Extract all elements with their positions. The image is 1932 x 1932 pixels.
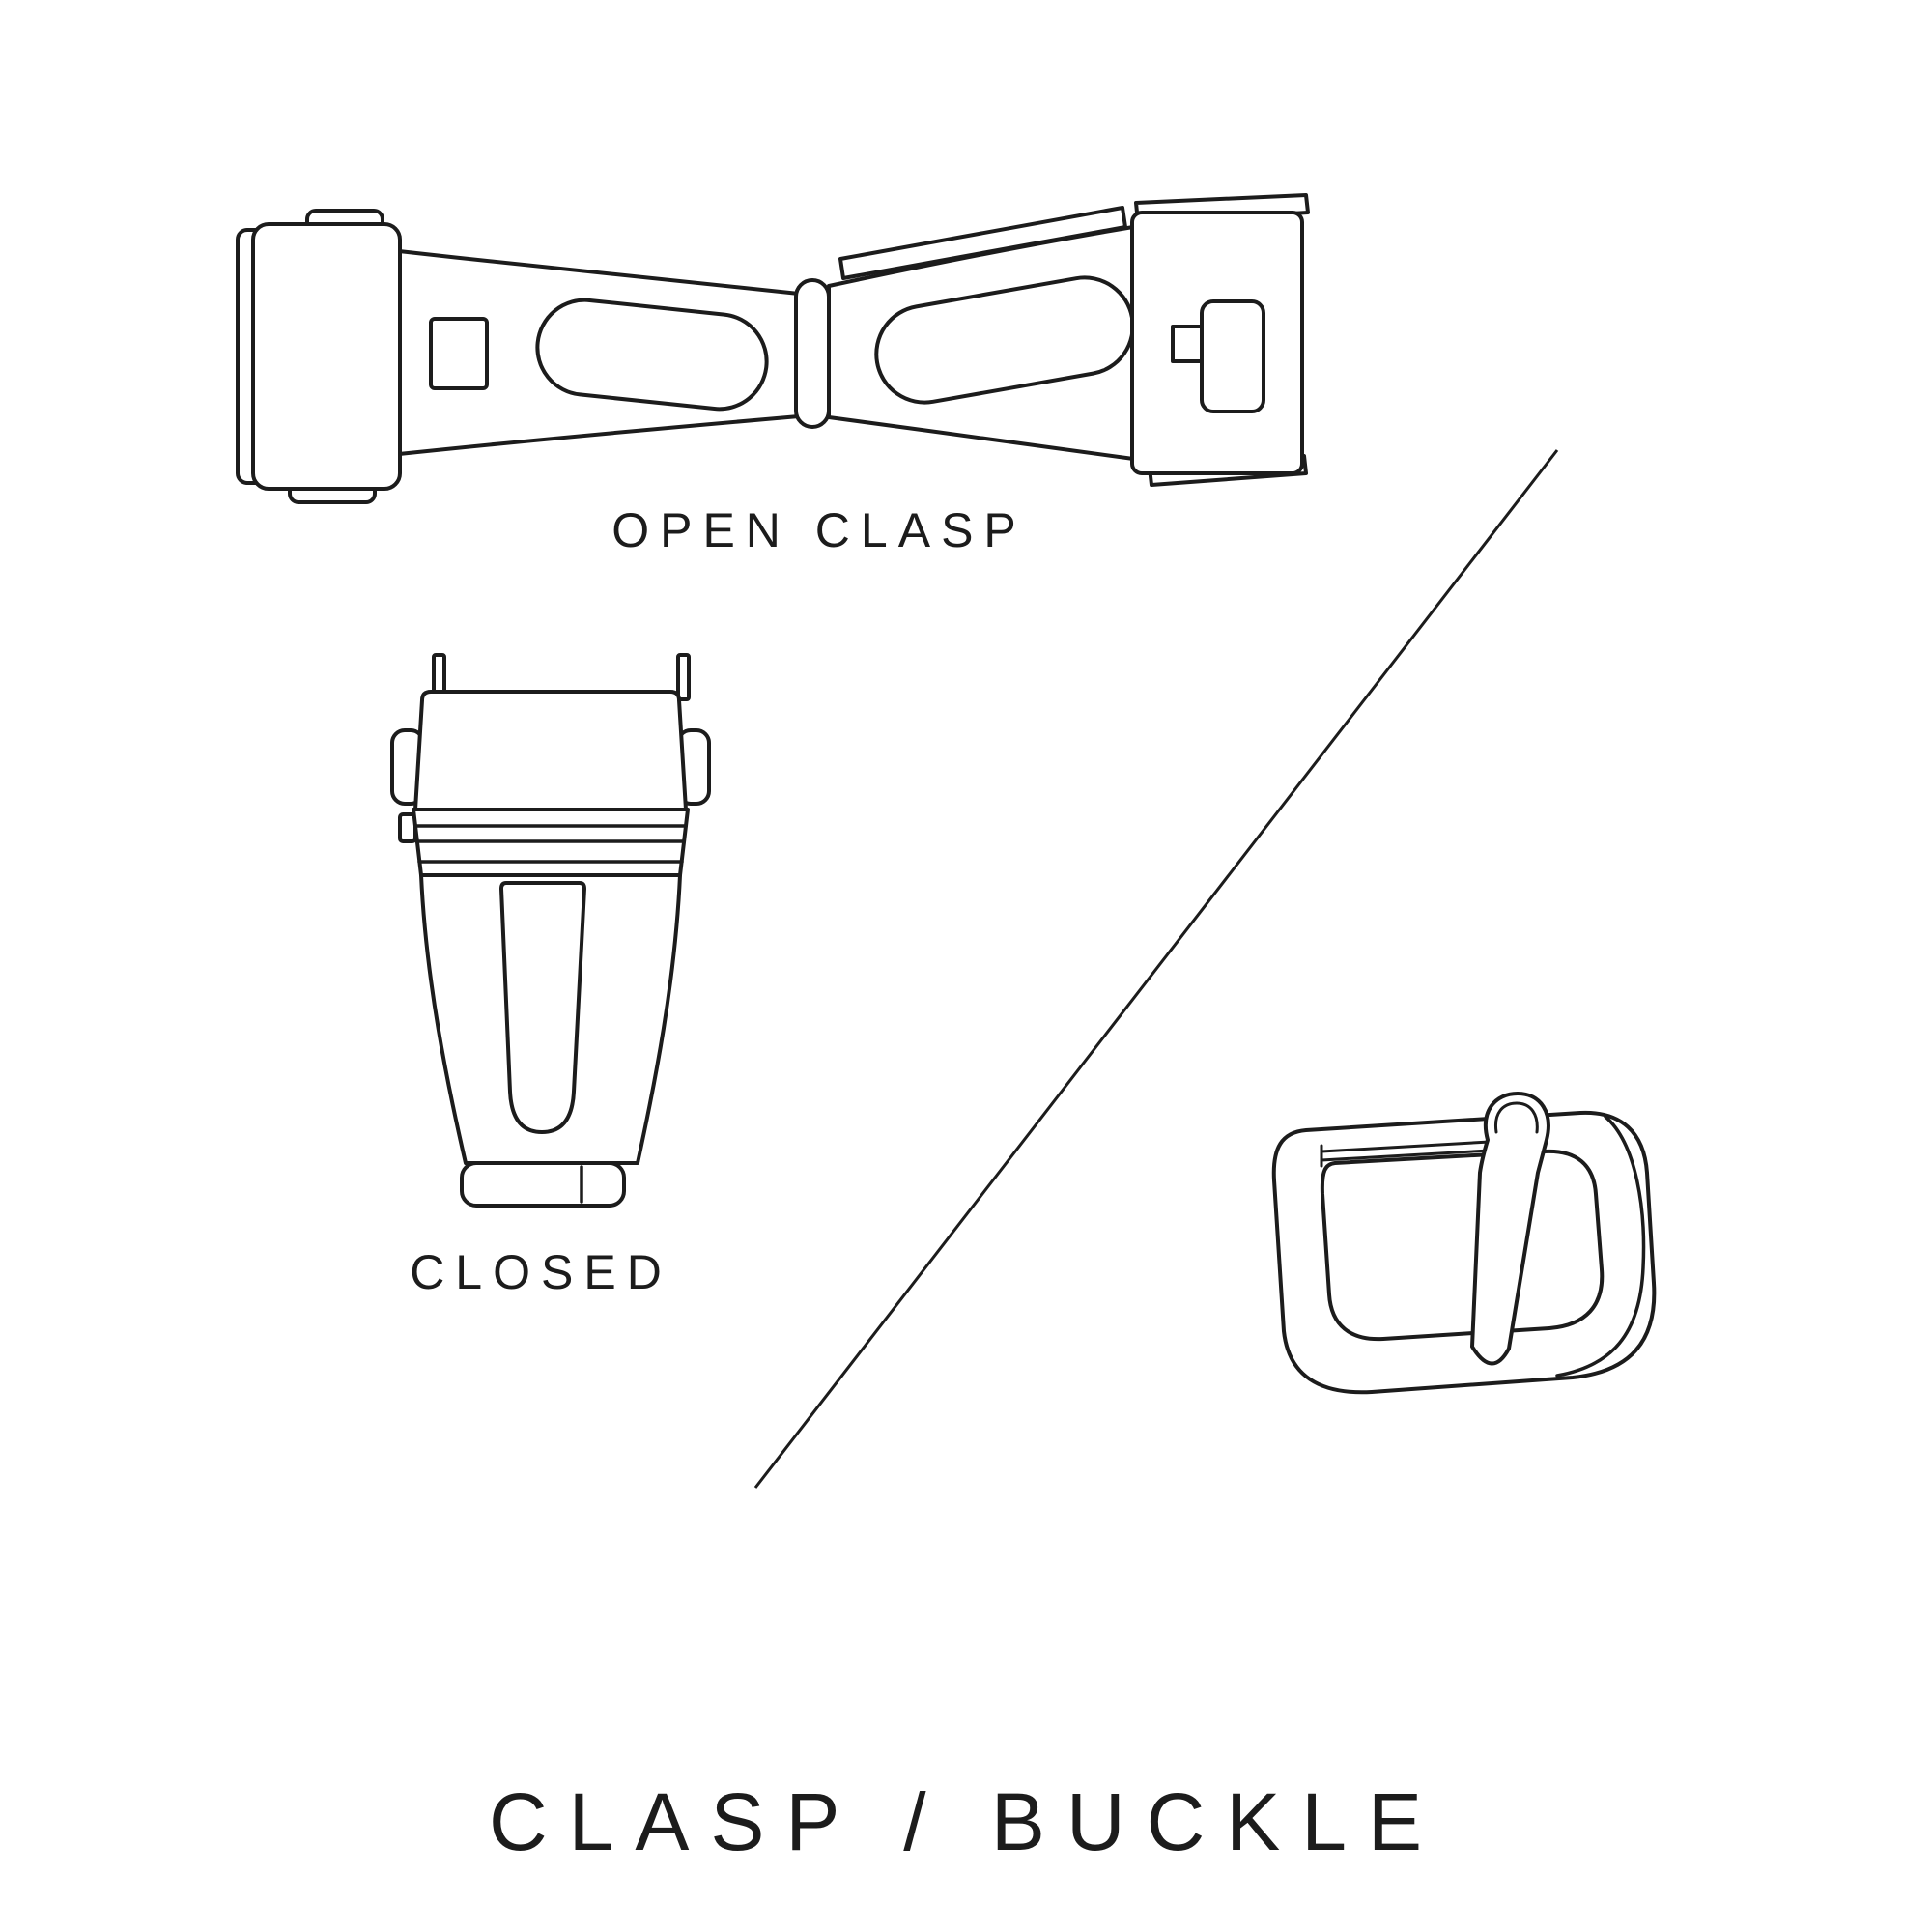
- buckle-illustration: [1271, 1092, 1657, 1395]
- closed-clasp-label: CLOSED: [410, 1245, 672, 1299]
- open-clasp-right-cutout: [1200, 299, 1265, 413]
- buckle-springbar: [1320, 1140, 1492, 1168]
- divider-line: [753, 449, 1559, 1489]
- closed-clasp-upper-box: [413, 690, 688, 811]
- diagram-title: CLASP / BUCKLE: [488, 1776, 1444, 1867]
- closed-clasp-right-prong: [676, 653, 691, 701]
- open-clasp-illustration: [236, 193, 1310, 504]
- closed-clasp-slot: [499, 881, 586, 1134]
- open-clasp-left-notch: [429, 317, 489, 390]
- buckle-tang-loop-inner: [1493, 1101, 1539, 1134]
- open-clasp-hinge: [794, 278, 831, 429]
- open-clasp-latch-hook: [1171, 325, 1204, 363]
- closed-clasp-band-ribs: [413, 824, 688, 864]
- open-clasp-left-block: [251, 222, 402, 491]
- closed-clasp-illustration: [390, 653, 711, 1208]
- open-clasp-label: OPEN CLASP: [611, 503, 1027, 557]
- buckle-tang: [1470, 1092, 1550, 1366]
- open-clasp-left-slot: [535, 298, 769, 412]
- closed-clasp-foot: [460, 1161, 626, 1208]
- buckle-thickness-line: [1555, 1115, 1646, 1378]
- buckle-inner-opening: [1320, 1149, 1605, 1342]
